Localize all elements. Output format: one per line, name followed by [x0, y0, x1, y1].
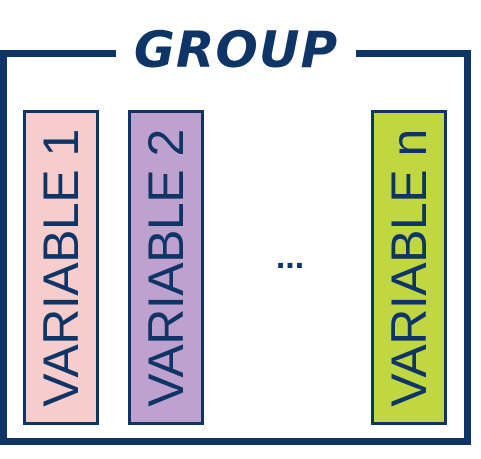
- variable-label-1: VARIABLE 1: [33, 128, 89, 407]
- variable-label-n: VARIABLE n: [381, 128, 437, 407]
- ellipsis: ...: [275, 238, 305, 276]
- variable-label-2: VARIABLE 2: [138, 128, 194, 407]
- variable-box-n: VARIABLE n: [371, 110, 447, 425]
- variable-box-1: VARIABLE 1: [23, 110, 99, 425]
- variable-box-2: VARIABLE 2: [128, 110, 204, 425]
- group-title: GROUP: [133, 21, 339, 79]
- group-title-background: [116, 40, 356, 66]
